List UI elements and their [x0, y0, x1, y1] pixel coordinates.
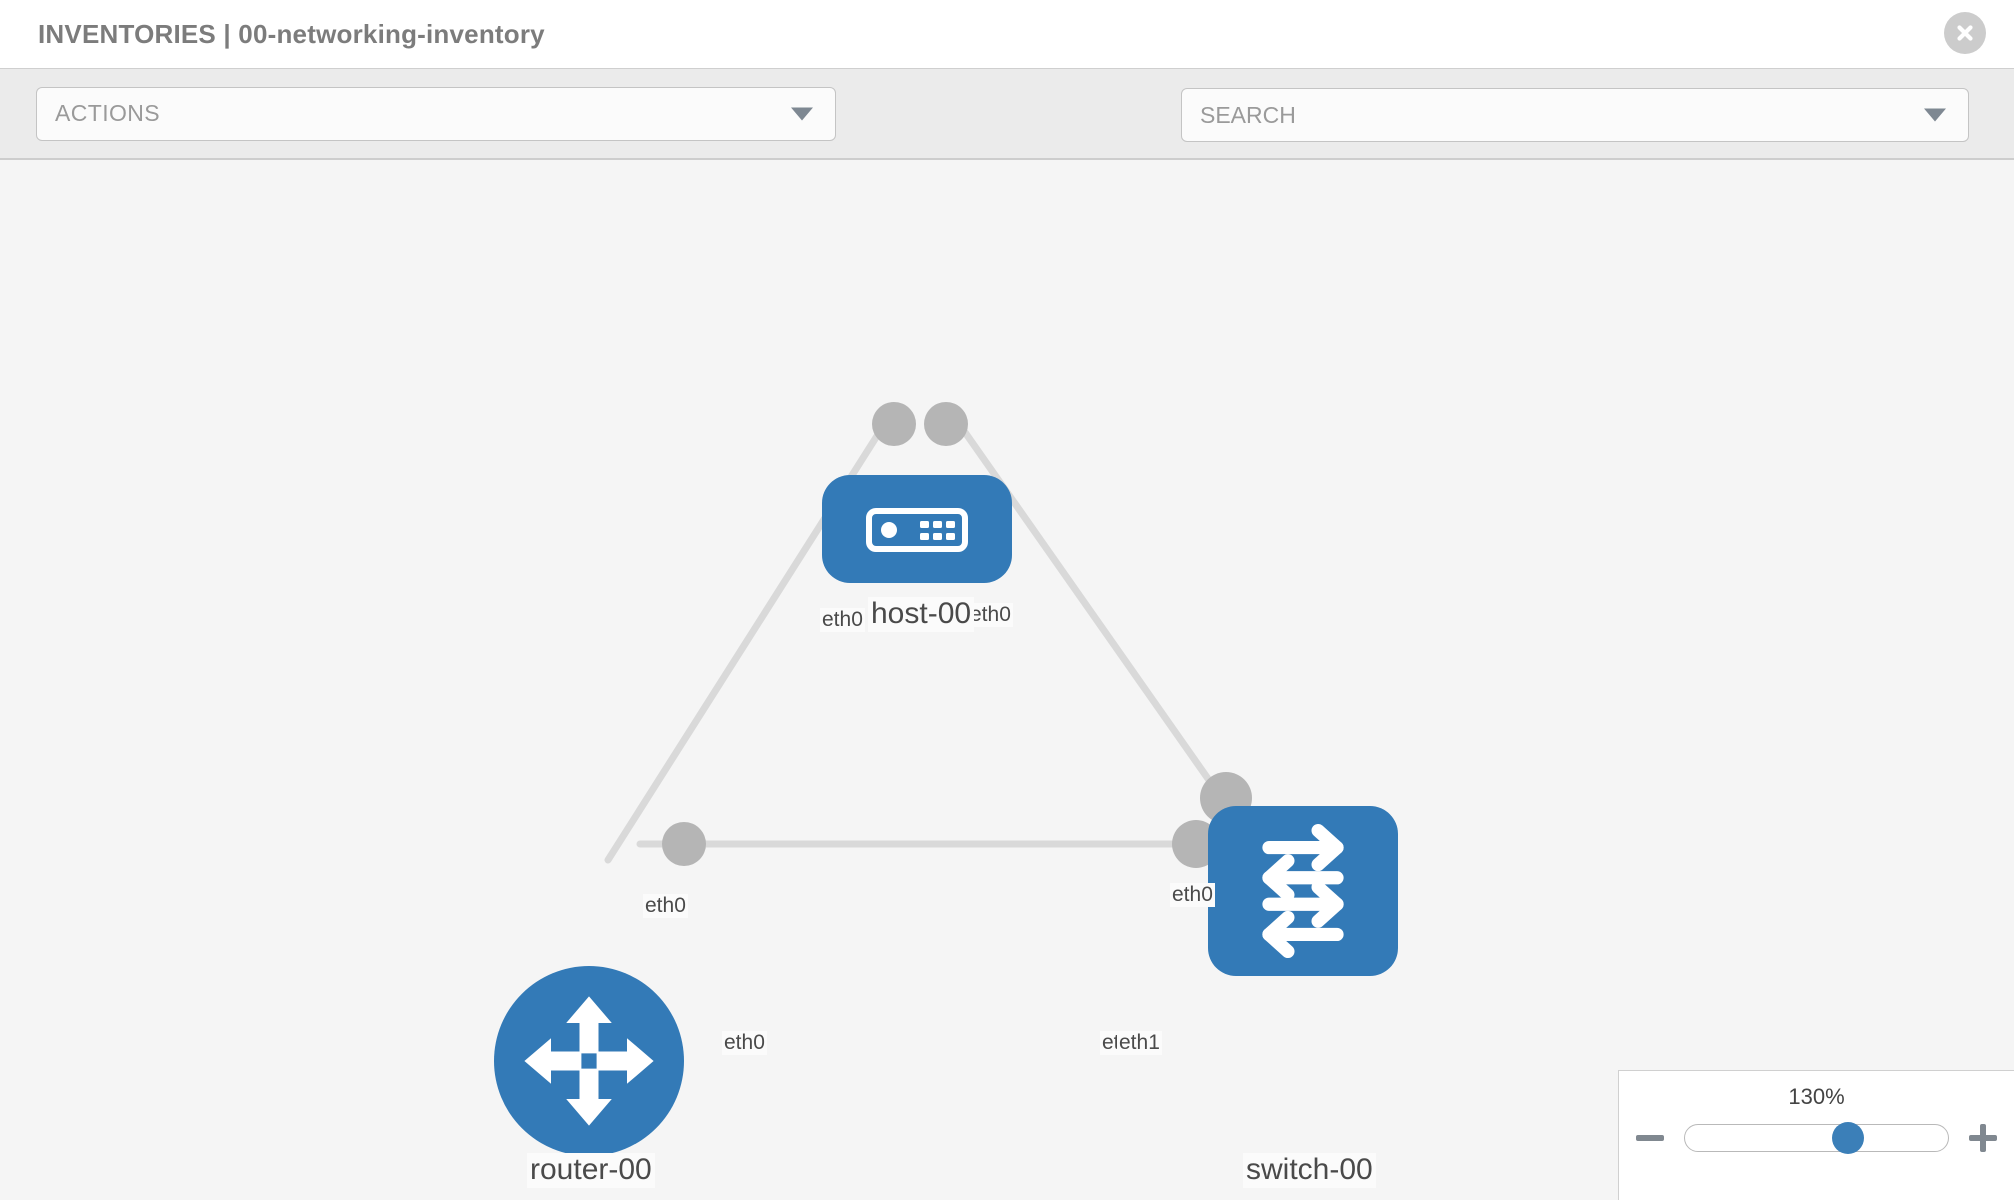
actions-dropdown[interactable]: ACTIONS: [36, 86, 836, 141]
topology-canvas[interactable]: eth0 eth0 eth0 eth0 eth0 eth eth1 host-0…: [0, 160, 2014, 1200]
node-router-00[interactable]: [494, 966, 684, 1156]
zoom-level-value: 130%: [1788, 1084, 1845, 1109]
edge-label-switch-west-b: eth1: [1117, 1031, 1162, 1056]
node-label-host-00: host-00: [868, 597, 975, 632]
node-host-00[interactable]: [822, 475, 1012, 583]
node-label-switch-00: switch-00: [1243, 1153, 1376, 1188]
edge-label-host-left: eth0: [820, 608, 865, 633]
zoom-out-button[interactable]: [1634, 1122, 1666, 1154]
node-label-router-00: router-00: [527, 1153, 655, 1188]
toolbar: ACTIONS: [0, 68, 2014, 160]
zoom-slider-thumb[interactable]: [1832, 1122, 1865, 1154]
switch-arrows-icon: [1262, 823, 1344, 959]
chevron-down-icon: [791, 107, 813, 120]
interface-nub-host-left: [872, 402, 916, 446]
zoom-slider-row: [1634, 1122, 1999, 1154]
node-switch-00[interactable]: [1208, 806, 1398, 976]
edge-label-router-north: eth0: [643, 894, 688, 919]
server-device-icon: [866, 508, 968, 552]
zoom-in-button[interactable]: [1967, 1122, 1999, 1154]
edge-label-host-right: eth0: [968, 603, 1013, 628]
zoom-slider-track[interactable]: [1684, 1122, 1949, 1154]
edge-label-router-east: eth0: [722, 1031, 767, 1056]
chevron-down-icon[interactable]: [1924, 108, 1946, 122]
search-input[interactable]: [1200, 101, 1900, 129]
close-icon[interactable]: [1944, 12, 1986, 54]
edge-label-switch-north: eth0: [1170, 883, 1215, 908]
zoom-control-panel: 130%: [1618, 1070, 2014, 1200]
router-arrows-icon: [524, 996, 654, 1126]
actions-dropdown-label: ACTIONS: [55, 100, 161, 126]
search-field[interactable]: [1181, 88, 1969, 142]
page-header: INVENTORIES | 00-networking-inventory: [0, 0, 2014, 68]
page-title: INVENTORIES | 00-networking-inventory: [38, 18, 545, 49]
topology-edges: [604, 424, 1269, 864]
interface-nub-router-east: [662, 822, 706, 866]
interface-nub-host-right: [924, 402, 968, 446]
